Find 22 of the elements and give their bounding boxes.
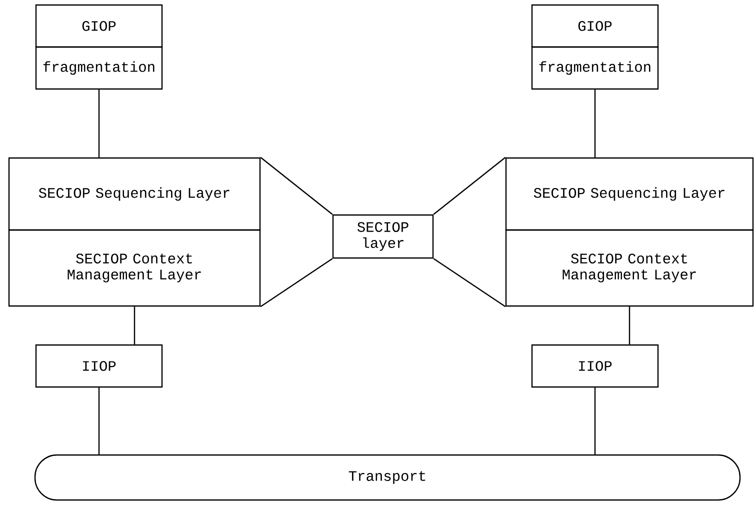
connector-line [260, 156, 333, 215]
layer-box: SECIOP Sequencing Layer [8, 157, 261, 231]
connector-line [433, 258, 506, 308]
layer-box: fragmentation [35, 46, 163, 90]
connector-line [134, 306, 136, 344]
connector-line [260, 258, 333, 308]
transport-bar: Transport [34, 454, 741, 501]
layer-box: SECIOP Context Management Layer [505, 229, 754, 307]
layer-box: SECIOP Sequencing Layer [505, 157, 754, 231]
layer-box: SECIOP layer [332, 214, 434, 259]
layer-box: SECIOP Context Management Layer [8, 229, 261, 307]
layer-box: GIOP [35, 4, 163, 48]
layer-box: IIOP [531, 344, 659, 388]
connector-line [98, 90, 100, 158]
connector-line [628, 306, 630, 344]
layer-box: fragmentation [531, 46, 659, 90]
layer-box: GIOP [531, 4, 659, 48]
layer-box: IIOP [35, 344, 163, 388]
connector-line [594, 90, 596, 158]
connector-line [594, 388, 596, 454]
connector-line [98, 388, 100, 454]
connector-line [433, 156, 506, 215]
